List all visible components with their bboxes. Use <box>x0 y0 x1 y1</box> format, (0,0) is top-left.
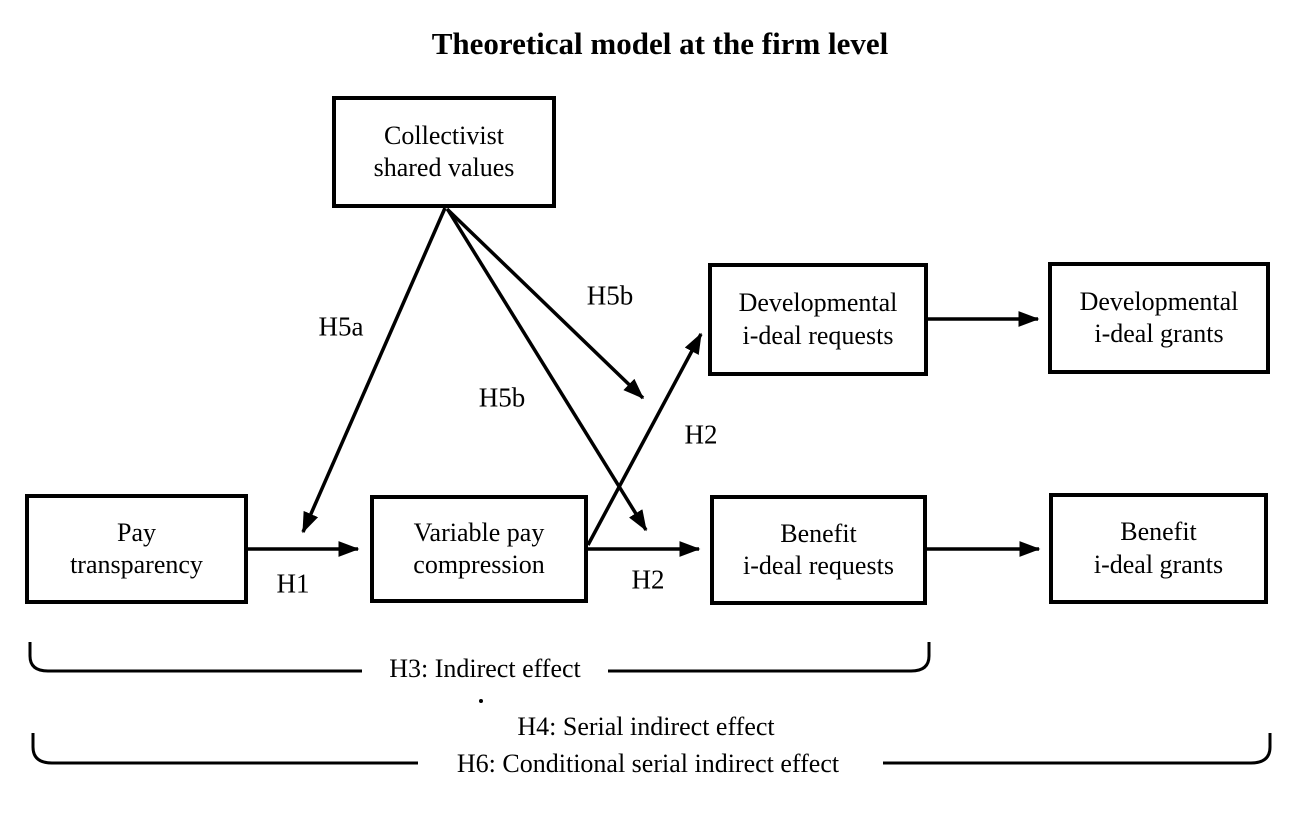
arrow-h5b-collectivist-to-h2-benefit-path <box>446 209 648 532</box>
box-pay-transparency-line2: transparency <box>70 550 203 579</box>
arrow-h5b-collectivist-to-h2-developmental-path <box>445 207 645 400</box>
label-h5b-upper: H5b <box>586 280 634 311</box>
label-h4-serial-indirect-effect: H4: Serial indirect effect <box>511 712 781 742</box>
box-developmental-ideal-requests: Developmental i-deal requests <box>708 263 928 376</box>
box-developmental-ideal-grants: Developmental i-deal grants <box>1048 262 1270 374</box>
box-benefit-grants-line2: i-deal grants <box>1093 549 1224 579</box>
diagram-title: Theoretical model at the firm level <box>431 26 889 61</box>
box-benefit-ideal-requests: Benefit i-deal requests <box>710 495 927 605</box>
box-benefit-requests-line2: i-deal requests <box>743 551 894 580</box>
arrow-h2-variable-to-developmental-requests <box>586 332 703 546</box>
h3-bracket-left <box>28 642 362 673</box>
box-dev-grants-line2: i-deal grants <box>1094 319 1224 348</box>
box-collectivist-shared-values: Collectivist shared values <box>332 96 556 208</box>
arrow-h5a-collectivist-to-h1-path <box>301 207 447 534</box>
label-h2-benefit: H2 <box>631 564 665 595</box>
label-h6-conditional-serial-indirect-effect: H6: Conditional serial indirect effect <box>450 749 846 779</box>
h6-bracket-right <box>883 733 1272 765</box>
box-dev-grants-line1: Developmental <box>1079 286 1239 316</box>
label-h1: H1 <box>276 568 310 599</box>
h3-bracket-right <box>608 642 931 673</box>
box-dev-requests-line1: Developmental <box>738 288 898 318</box>
box-collectivist-line1: Collectivist <box>384 120 504 150</box>
box-benefit-requests-line1: Benefit <box>780 518 857 548</box>
box-variable-pay-line1: Variable pay <box>413 517 545 547</box>
box-dev-requests-line2: i-deal requests <box>742 320 894 350</box>
box-benefit-ideal-grants: Benefit i-deal grants <box>1049 493 1268 604</box>
box-pay-transparency-line1: Pay <box>117 517 156 547</box>
label-h2-developmental: H2 <box>684 419 718 450</box>
h6-bracket-left <box>31 733 418 765</box>
label-h5b-lower: H5b <box>478 382 526 413</box>
h3-dot <box>479 699 483 703</box>
label-h3-indirect-effect: H3: Indirect effect <box>383 654 587 684</box>
box-variable-pay-line2: compression <box>413 550 545 579</box>
label-h5a: H5a <box>318 311 364 342</box>
box-variable-pay-compression: Variable pay compression <box>370 495 588 603</box>
box-pay-transparency: Pay transparency <box>25 494 248 604</box>
box-benefit-grants-line1: Benefit <box>1120 517 1197 547</box>
box-collectivist-line2: shared values <box>373 153 515 182</box>
